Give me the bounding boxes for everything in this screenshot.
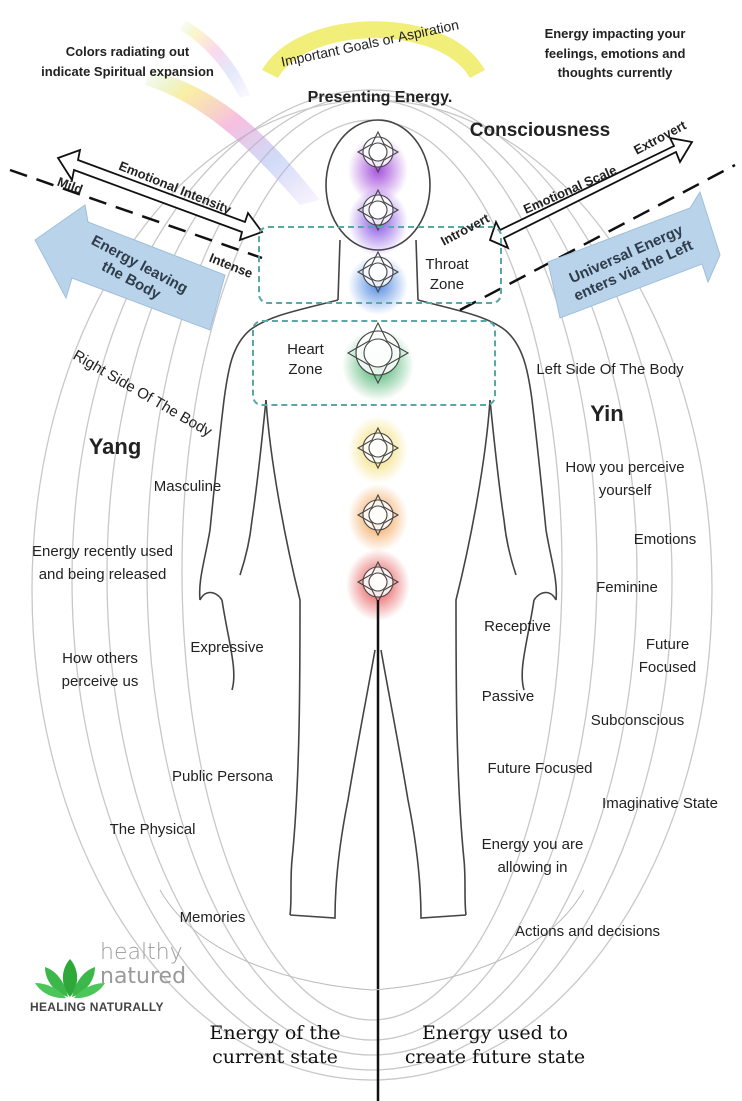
actions-decisions-label: Actions and decisions [490, 921, 685, 944]
others-perceive-label: How others perceive us [40, 648, 160, 693]
physical-label: The Physical [95, 819, 210, 842]
left-side-body-label: Left Side Of The Body [510, 359, 710, 382]
logo-line-2: natured [100, 965, 190, 988]
allowing-in-label: Energy you are allowing in [465, 834, 600, 879]
future-focused-label: Future Focused [470, 758, 610, 781]
masculine-label: Masculine [140, 476, 235, 499]
yin-label: Yin [572, 397, 642, 430]
yang-label: Yang [75, 430, 155, 463]
memories-label: Memories [165, 907, 260, 930]
feminine-label: Feminine [582, 577, 672, 600]
future-focused-right-label: Future Focused [625, 634, 710, 679]
receptive-label: Receptive [470, 616, 565, 639]
logo-tagline: HEALING NATURALLY [30, 998, 195, 1016]
throat-zone-label: Throat Zone [412, 255, 482, 296]
colors-note: Colors radiating out indicate Spiritual … [40, 42, 215, 81]
lotus-logo-icon [35, 955, 105, 1000]
heart-zone-label: Heart Zone [278, 340, 333, 381]
logo-line-1: healthy [100, 941, 190, 964]
recent-energy-label: Energy recently used and being released [30, 541, 175, 586]
imaginative-state-label: Imaginative State [585, 793, 735, 816]
expressive-label: Expressive [177, 637, 277, 660]
current-state-caption: Energy of the current state [190, 1022, 360, 1070]
impact-note: Energy impacting your feelings, emotions… [520, 24, 710, 83]
public-persona-label: Public Persona [155, 766, 290, 789]
presenting-energy: Presenting Energy. [290, 86, 470, 110]
subconscious-label: Subconscious [575, 710, 700, 733]
healthy-natured-logo: healthy natured HEALING NATURALLY [30, 945, 200, 1020]
future-state-caption: Energy used to create future state [395, 1022, 595, 1070]
emotions-label: Emotions [620, 529, 710, 552]
self-perceive-label: How you perceive yourself [545, 457, 705, 502]
passive-label: Passive [468, 686, 548, 709]
consciousness-label: Consciousness [455, 117, 625, 146]
